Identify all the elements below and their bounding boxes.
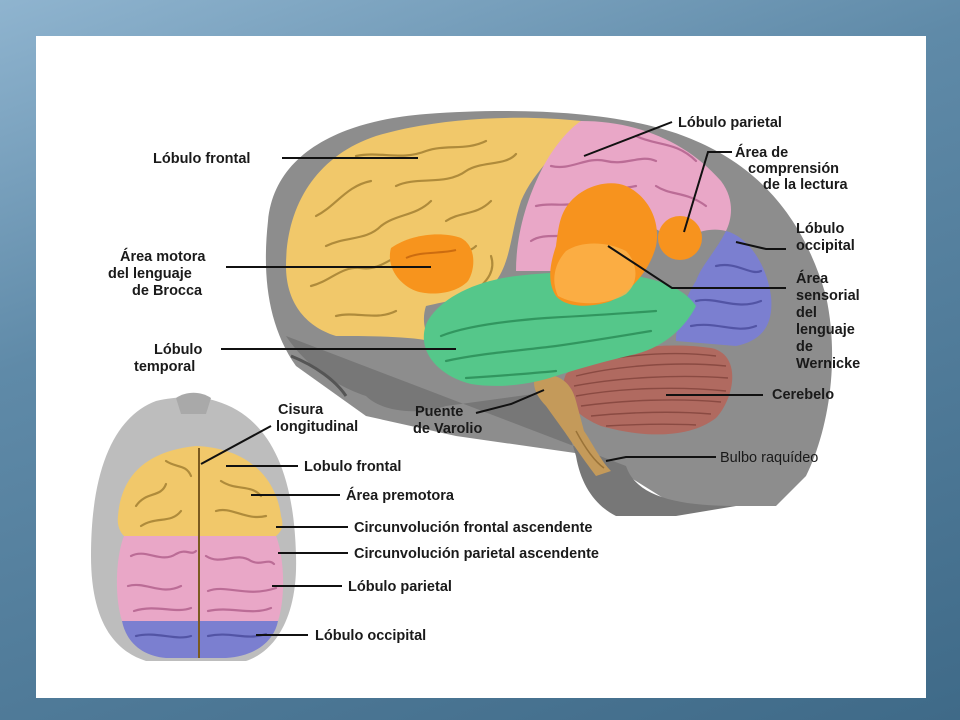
label-lobulo-occipital-1: Lóbulo <box>796 221 844 237</box>
label-lobulo-parietal: Lóbulo parietal <box>678 115 782 131</box>
label-top-occipital: Lóbulo occipital <box>315 628 426 644</box>
reading-comprehension-area <box>658 216 702 260</box>
label-area-comprension-1: Área de <box>735 144 788 161</box>
label-cerebelo: Cerebelo <box>772 387 834 403</box>
label-premotora: Área premotora <box>346 487 455 504</box>
label-wernicke-3: del <box>796 305 817 321</box>
label-wernicke-5: de <box>796 339 813 355</box>
label-bulbo: Bulbo raquídeo <box>720 450 818 466</box>
label-wernicke-1: Área <box>796 270 829 287</box>
label-top-parietal: Lóbulo parietal <box>348 579 452 595</box>
label-wernicke-6: Wernicke <box>796 356 860 372</box>
label-cisura-1: Cisura <box>278 402 324 418</box>
label-area-comprension-3: de la lectura <box>763 177 849 193</box>
label-wernicke-4: lenguaje <box>796 322 855 338</box>
label-puente-1: Puente <box>415 404 463 420</box>
label-lobulo-frontal: Lóbulo frontal <box>153 151 250 167</box>
label-cisura-2: longitudinal <box>276 419 358 435</box>
label-circ-frontal: Circunvolución frontal ascendente <box>354 520 593 536</box>
label-puente-2: de Varolio <box>413 421 482 437</box>
label-area-comprension-2: comprensión <box>748 161 839 177</box>
label-lobulo-occipital-2: occipital <box>796 238 855 254</box>
label-broca-3: de Brocca <box>132 283 203 299</box>
label-top-frontal: Lobulo frontal <box>304 459 401 475</box>
label-broca-1: Área motora <box>120 248 206 265</box>
label-temporal-2: temporal <box>134 359 195 375</box>
label-broca-2: del lenguaje <box>108 266 192 282</box>
label-wernicke-2: sensorial <box>796 288 860 304</box>
slide-panel: Lóbulo parietal Área de comprensión de l… <box>36 36 926 698</box>
label-circ-parietal: Circunvolución parietal ascendente <box>354 546 599 562</box>
label-temporal-1: Lóbulo <box>154 342 202 358</box>
brain-diagram: Lóbulo parietal Área de comprensión de l… <box>36 36 926 698</box>
